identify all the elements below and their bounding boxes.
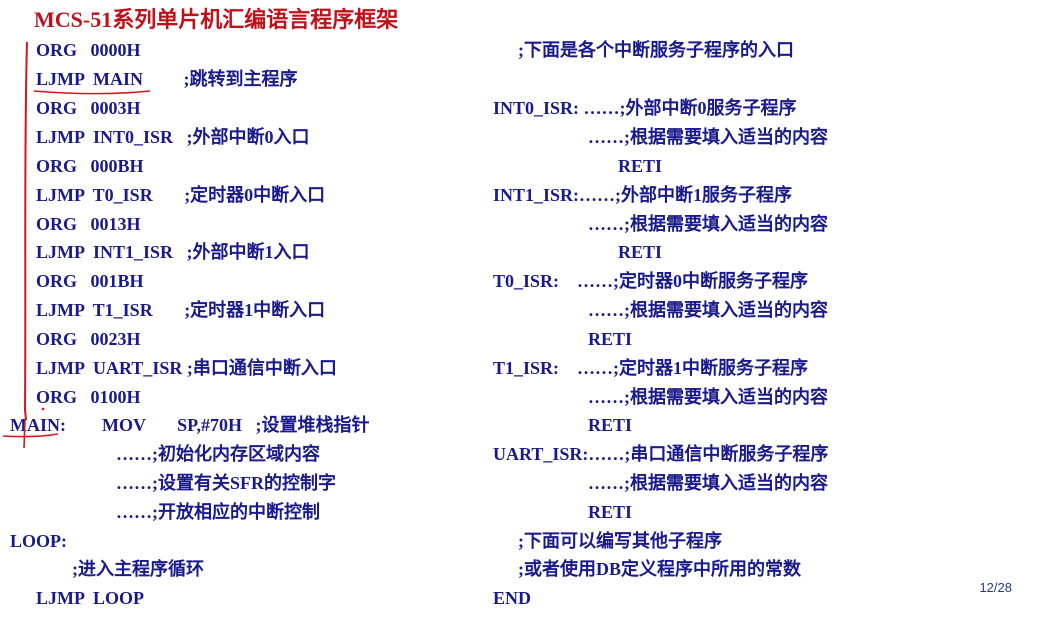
slide-title: MCS-51系列单片机汇编语言程序框架 bbox=[34, 7, 399, 32]
code-line-left: ORG 0003H bbox=[36, 98, 141, 118]
code-line-right: ……;根据需要填入适当的内容 bbox=[588, 387, 828, 407]
code-line-right: ……;根据需要填入适当的内容 bbox=[588, 127, 828, 147]
code-line-left: LJMP MAIN ;跳转到主程序 bbox=[36, 69, 298, 89]
code-line-left: LJMP INT1_ISR ;外部中断1入口 bbox=[36, 242, 310, 262]
code-line-right: ……;根据需要填入适当的内容 bbox=[588, 473, 828, 493]
code-line-right: RETI bbox=[618, 156, 663, 176]
code-line-left: MAIN: MOV SP,#70H ;设置堆栈指针 bbox=[10, 415, 370, 435]
code-line-right: INT1_ISR:……;外部中断1服务子程序 bbox=[493, 185, 793, 205]
code-line-left: ORG 0100H bbox=[36, 387, 141, 407]
code-line-left: ORG 0023H bbox=[36, 329, 141, 349]
code-line-left: LJMP INT0_ISR ;外部中断0入口 bbox=[36, 127, 310, 147]
code-line-right: INT0_ISR: ……;外部中断0服务子程序 bbox=[493, 98, 797, 118]
code-line-left: ……;初始化内存区域内容 bbox=[116, 444, 320, 464]
code-line-left: ORG 001BH bbox=[36, 271, 144, 291]
code-line-right: ;下面是各个中断服务子程序的入口 bbox=[518, 40, 794, 60]
code-line-left: ……;开放相应的中断控制 bbox=[116, 502, 320, 522]
code-line-left: ORG 0013H bbox=[36, 214, 141, 234]
code-line-left: ORG 0000H bbox=[36, 40, 141, 60]
code-line-right: END bbox=[493, 588, 532, 608]
code-line-left: LJMP T0_ISR ;定时器0中断入口 bbox=[36, 185, 326, 205]
code-line-right: RETI bbox=[588, 329, 633, 349]
annotation-underline-main bbox=[33, 90, 151, 95]
code-line-right: UART_ISR:……;串口通信中断服务子程序 bbox=[493, 444, 829, 464]
code-line-right: RETI bbox=[588, 502, 633, 522]
code-line-right: RETI bbox=[618, 242, 663, 262]
code-line-right: ;或者使用DB定义程序中所用的常数 bbox=[518, 559, 801, 579]
code-line-left: LJMP UART_ISR ;串口通信中断入口 bbox=[36, 358, 337, 378]
annotation-bracket-line bbox=[23, 41, 28, 421]
code-line-right: T1_ISR: ……;定时器1中断服务子程序 bbox=[493, 358, 809, 378]
annotation-dot bbox=[41, 407, 45, 411]
code-line-right: ……;根据需要填入适当的内容 bbox=[588, 214, 828, 234]
page-number: 12/28 bbox=[979, 580, 1012, 595]
code-line-right: RETI bbox=[588, 415, 633, 435]
code-line-left: ORG 000BH bbox=[36, 156, 144, 176]
code-line-right: T0_ISR: ……;定时器0中断服务子程序 bbox=[493, 271, 809, 291]
code-line-left: ;进入主程序循环 bbox=[72, 559, 204, 579]
code-line-left: LJMP LOOP bbox=[36, 588, 144, 608]
code-line-right: ……;根据需要填入适当的内容 bbox=[588, 300, 828, 320]
code-line-right: ;下面可以编写其他子程序 bbox=[518, 531, 722, 551]
code-line-left: LOOP: bbox=[10, 531, 67, 551]
code-line-left: LJMP T1_ISR ;定时器1中断入口 bbox=[36, 300, 326, 320]
code-line-left: ……;设置有关SFR的控制字 bbox=[116, 473, 336, 493]
